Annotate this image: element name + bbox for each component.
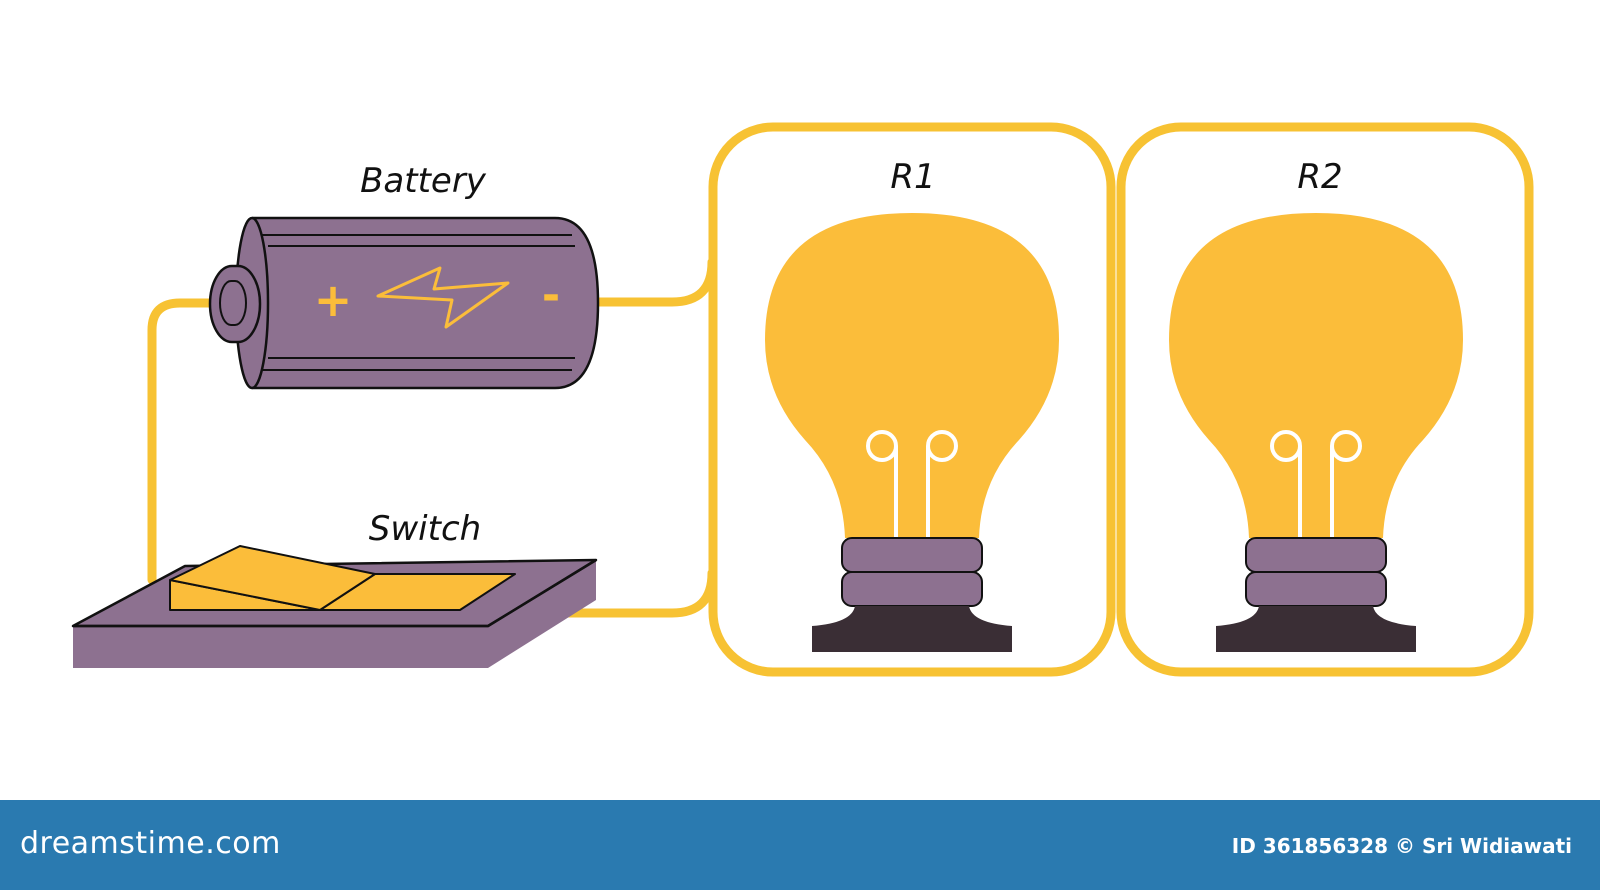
- r2-wire-loop: [1116, 122, 1534, 677]
- bulb-r1-foot: [812, 606, 1012, 652]
- bulb-r1-filament: [866, 430, 958, 538]
- battery-terminal-tip: [219, 280, 247, 326]
- switch-lever: [169, 545, 376, 611]
- bulb-r2-base-ring-2: [1245, 571, 1387, 607]
- r1-label: R1: [890, 157, 935, 197]
- bulb-r1-glass: [765, 213, 1059, 538]
- switch-base-side: [73, 560, 596, 668]
- bulb-r1-base-ring-1: [841, 537, 983, 573]
- battery-stripes: [262, 234, 575, 371]
- watermark-footer: dreamstime.com ID 361856328 © Sri Widiaw…: [0, 800, 1600, 890]
- switch-label: Switch: [369, 509, 481, 549]
- bulb-r2-glass: [1169, 213, 1463, 538]
- battery-body: [240, 218, 598, 388]
- switch: [71, 545, 598, 668]
- bulb-r1-base-ring-2: [841, 571, 983, 607]
- bulb-r2-foot: [1216, 606, 1416, 652]
- bulb-r2-filament: [1270, 430, 1362, 538]
- battery-negative-mark: -: [542, 270, 560, 321]
- bulb-r1: [765, 213, 1059, 652]
- wire-battery-to-switch: [147, 298, 215, 585]
- wire-battery-to-r1: [593, 257, 717, 307]
- r1-wire-loop: [708, 122, 1116, 677]
- battery-positive-mark: +: [314, 273, 353, 327]
- circuit-wires: [147, 122, 1534, 677]
- r2-label: R2: [1297, 157, 1342, 197]
- watermark-site-logo: dreamstime.com: [20, 826, 281, 861]
- battery-label: Battery: [360, 161, 487, 201]
- battery: + -: [208, 216, 600, 390]
- battery-outline: [252, 216, 600, 390]
- bulb-r2: [1169, 213, 1463, 652]
- bulb-r2-base-ring-1: [1245, 537, 1387, 573]
- switch-base-edge: [73, 558, 597, 628]
- lightning-bolt-icon: [376, 266, 510, 329]
- watermark-credit: ID 361856328 © Sri Widiawati: [1231, 834, 1572, 858]
- series-circuit-diagram: + -: [71, 122, 1534, 677]
